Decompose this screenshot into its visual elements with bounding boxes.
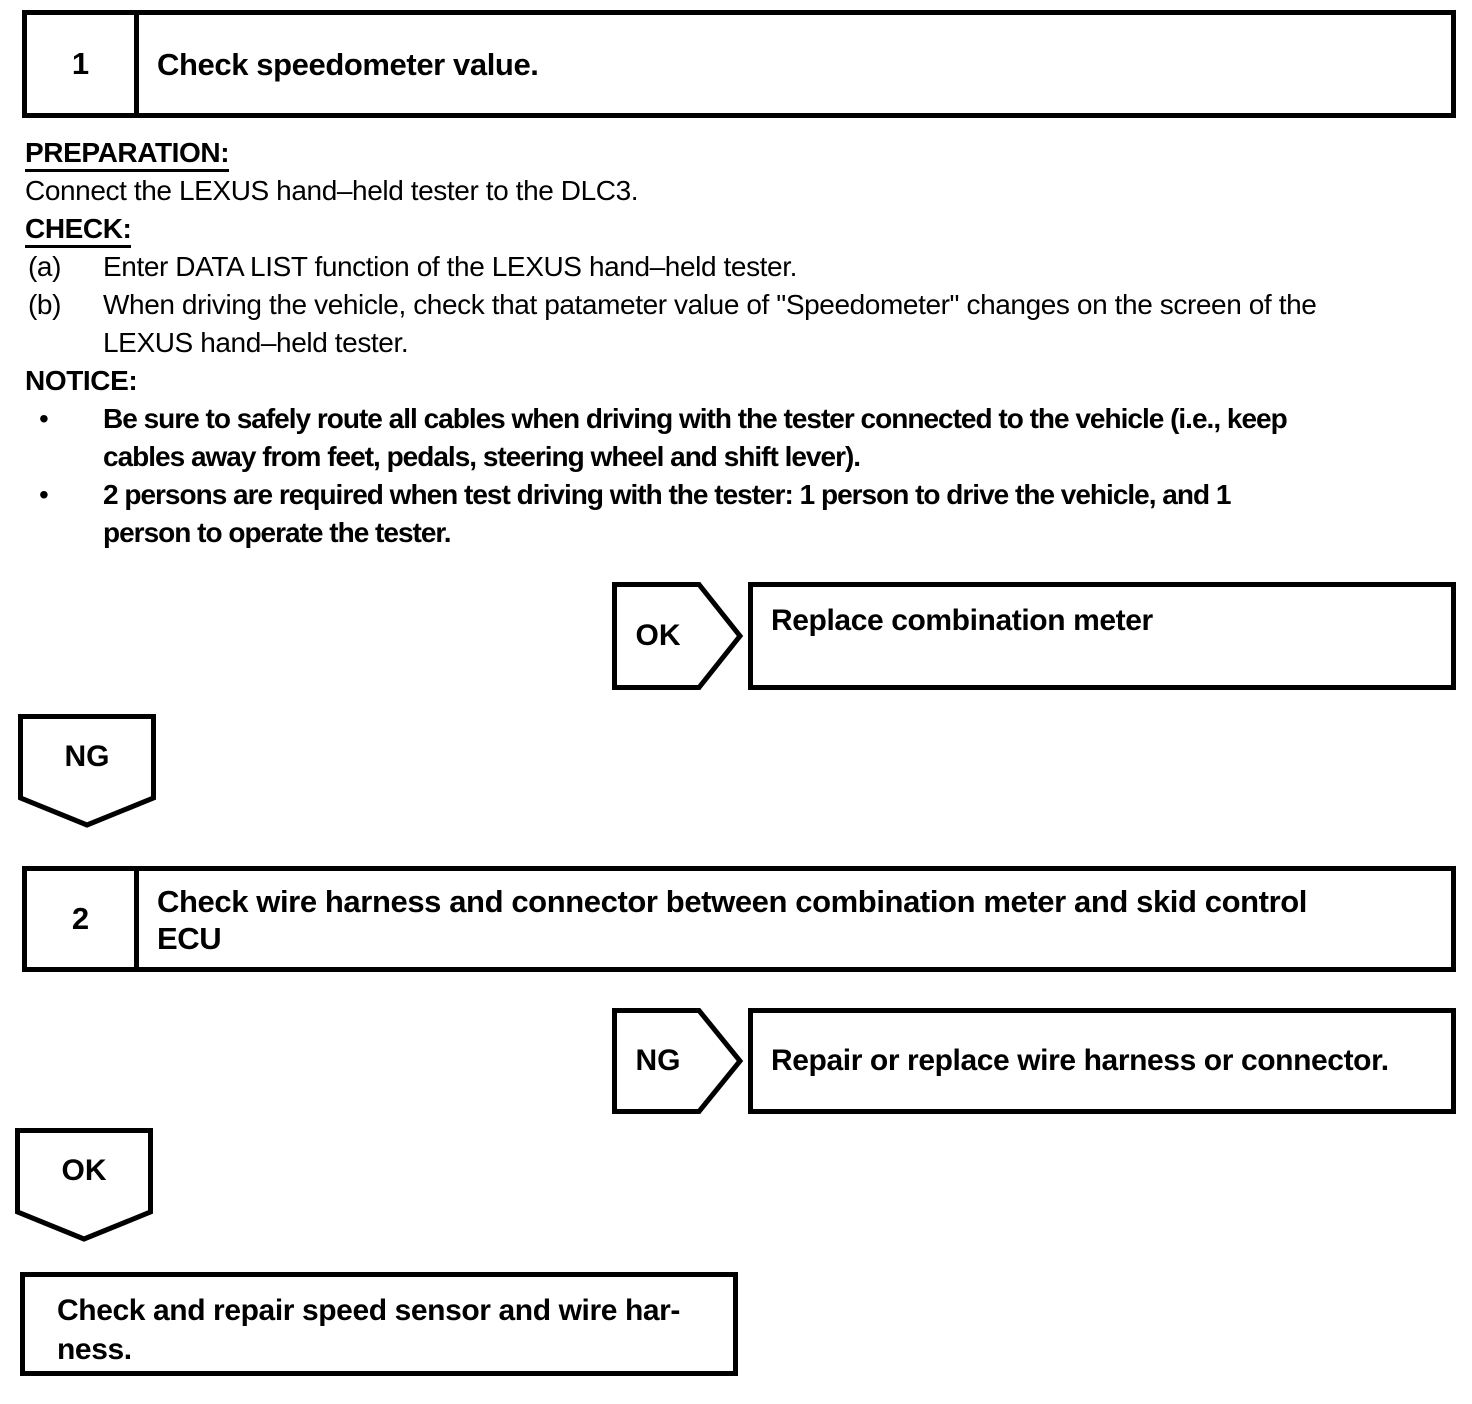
ok-connector-label: OK bbox=[635, 619, 681, 652]
step-2-box: 2 Check wire harness and connector betwe… bbox=[22, 866, 1456, 972]
final-box-text: Check and repair speed sensor and wire h… bbox=[57, 1294, 681, 1366]
check-item-b-text: When driving the vehicle, check that pat… bbox=[103, 289, 1317, 358]
ng-connector-right: NG bbox=[612, 1008, 744, 1114]
ok-connector-down: OK bbox=[15, 1128, 153, 1242]
ng-connector-label: NG bbox=[635, 1044, 681, 1077]
notice-item-2: • 2 persons are required when test drivi… bbox=[25, 476, 1465, 552]
procedure-text-block: PREPARATION: Connect the LEXUS hand–held… bbox=[25, 134, 1465, 552]
result-box-repair-wire-harness: Repair or replace wire harness or connec… bbox=[748, 1008, 1456, 1114]
check-item-a-label: (a) bbox=[28, 251, 62, 282]
step-1-number: 1 bbox=[27, 15, 139, 113]
notice-heading: NOTICE: bbox=[25, 365, 138, 396]
check-item-a-text: Enter DATA LIST function of the LEXUS ha… bbox=[103, 251, 797, 282]
preparation-text: Connect the LEXUS hand–held tester to th… bbox=[25, 175, 639, 206]
notice-item-1-text: Be sure to safely route all cables when … bbox=[103, 403, 1288, 472]
notice-item-1: • Be sure to safely route all cables whe… bbox=[25, 400, 1465, 476]
step-2-title: Check wire harness and connector between… bbox=[157, 884, 1307, 956]
ok-connector-right: OK bbox=[612, 582, 744, 690]
check-heading: CHECK: bbox=[25, 210, 1465, 248]
check-item-b: (b) When driving the vehicle, check that… bbox=[25, 286, 1465, 362]
bullet-icon: • bbox=[39, 403, 49, 434]
check-item-b-label: (b) bbox=[28, 289, 62, 320]
right-arrow-pentagon-icon bbox=[612, 1008, 744, 1114]
final-box-check-speed-sensor: Check and repair speed sensor and wire h… bbox=[20, 1272, 738, 1376]
ng-connector-down: NG bbox=[18, 714, 156, 828]
ok-connector-label: OK bbox=[61, 1154, 107, 1187]
result-box-replace-combination-meter: Replace combination meter bbox=[748, 582, 1456, 690]
right-arrow-pentagon-icon bbox=[612, 582, 744, 690]
check-item-a: (a) Enter DATA LIST function of the LEXU… bbox=[25, 248, 1465, 286]
bullet-icon: • bbox=[39, 479, 49, 510]
step-1-box: 1 Check speedometer value. bbox=[22, 10, 1456, 118]
step-2-number: 2 bbox=[27, 871, 139, 967]
down-arrow-pentagon-icon bbox=[15, 1128, 153, 1242]
result-text: Replace combination meter bbox=[771, 604, 1153, 637]
step-1-title: Check speedometer value. bbox=[157, 46, 539, 82]
notice-item-2-text: 2 persons are required when test driving… bbox=[103, 479, 1231, 548]
down-arrow-pentagon-icon bbox=[18, 714, 156, 828]
preparation-heading: PREPARATION: bbox=[25, 134, 1465, 172]
result-text: Repair or replace wire harness or connec… bbox=[771, 1044, 1389, 1077]
ng-connector-label: NG bbox=[64, 740, 110, 773]
